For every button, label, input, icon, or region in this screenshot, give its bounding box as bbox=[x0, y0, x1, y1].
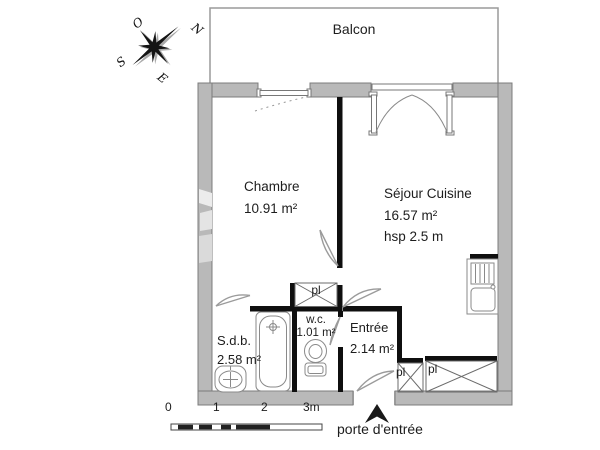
entree-label: Entrée 2.14 m² bbox=[350, 321, 394, 363]
wall-closet1-right bbox=[337, 285, 343, 311]
sdb-label: S.d.b. 2.58 m² bbox=[217, 334, 261, 372]
chambre-window bbox=[254, 88, 312, 112]
closet2-label: pl bbox=[396, 365, 406, 379]
watermark-artifact bbox=[199, 189, 212, 263]
chambre-door bbox=[319, 229, 339, 267]
bathtub bbox=[255, 311, 291, 392]
wall-sdb-wc bbox=[292, 311, 297, 392]
compass-rose bbox=[132, 26, 181, 67]
entrance-label: porte d'entrée bbox=[337, 421, 423, 437]
balcony-outline bbox=[209, 7, 499, 83]
scale-bar bbox=[170, 423, 323, 431]
scale-tick-0: 0 bbox=[165, 400, 172, 414]
scale-tick-3: 3m bbox=[303, 400, 320, 414]
wall-wc-entree-a bbox=[338, 311, 343, 317]
chambre-name: Chambre bbox=[244, 179, 300, 194]
chambre-area: 10.91 m² bbox=[244, 200, 298, 216]
sejour-french-door bbox=[368, 83, 455, 136]
exterior-wall-bottom-right bbox=[394, 390, 513, 406]
wall-closet3-top bbox=[425, 356, 497, 361]
wall-entree-top bbox=[343, 306, 398, 312]
sejour-label: Séjour Cuisine 16.57 m² hsp 2.5 m bbox=[384, 187, 472, 252]
closets bbox=[294, 282, 498, 393]
closet2-box bbox=[397, 362, 424, 393]
wc-label: w.c. 1.01 m² bbox=[291, 314, 341, 340]
entree-area: 2.14 m² bbox=[350, 341, 395, 356]
exterior-wall-top-mid bbox=[309, 82, 372, 98]
sejour-ceiling-height: hsp 2.5 m bbox=[384, 229, 444, 244]
wc-area: 1.01 m² bbox=[296, 326, 336, 339]
sejour-door bbox=[342, 288, 382, 308]
closet1-label: pl bbox=[311, 283, 321, 297]
scale-tick-1: 1 bbox=[213, 400, 220, 414]
chambre-label: Chambre 10.91 m² bbox=[244, 180, 300, 223]
exterior-wall-bottom-left bbox=[197, 390, 354, 406]
entrance-arrow-icon bbox=[365, 404, 389, 423]
balcony-label: Balcon bbox=[332, 21, 376, 37]
sdb-door bbox=[215, 294, 251, 307]
wall-wc-entree-b bbox=[338, 347, 343, 392]
toilet bbox=[304, 339, 327, 377]
sdb-area: 2.58 m² bbox=[217, 352, 262, 367]
closet3-box bbox=[425, 360, 498, 393]
fixtures bbox=[214, 258, 499, 393]
exterior-wall-right bbox=[497, 82, 513, 406]
sdb-name: S.d.b. bbox=[217, 333, 251, 348]
wall-entree-right bbox=[397, 306, 402, 360]
doors bbox=[215, 229, 395, 405]
wc-door bbox=[329, 316, 341, 346]
wall-chambre-bottom bbox=[250, 306, 342, 312]
interior-walls bbox=[250, 97, 498, 392]
wall-chambre-sejour bbox=[337, 97, 343, 268]
closet3-label: pl bbox=[428, 362, 438, 376]
wall-kitchen-stub bbox=[470, 254, 498, 259]
wall-closet2-top bbox=[397, 358, 423, 363]
sejour-area: 16.57 m² bbox=[384, 207, 438, 223]
entree-name: Entrée bbox=[350, 320, 389, 335]
wc-name: w.c. bbox=[306, 314, 326, 326]
kitchen-unit bbox=[466, 258, 499, 315]
wall-closet1-left bbox=[290, 283, 295, 311]
washbasin bbox=[214, 365, 247, 393]
entrance-door bbox=[353, 370, 395, 405]
sejour-name: Séjour Cuisine bbox=[384, 186, 472, 201]
scale-tick-2: 2 bbox=[261, 400, 268, 414]
closet1-box bbox=[294, 282, 338, 307]
